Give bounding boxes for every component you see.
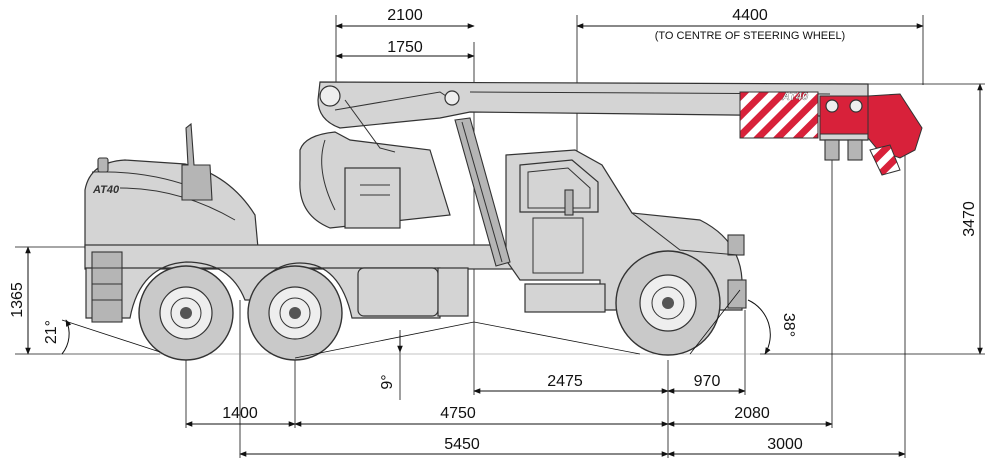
dimension-labels: 2100 1750 4400 (TO CENTRE OF STEERING WH… <box>9 7 978 453</box>
dim-970: 970 <box>694 373 721 390</box>
front-step <box>524 283 606 313</box>
dim-3000: 3000 <box>767 436 803 453</box>
jib-tip <box>867 93 923 159</box>
angle-9: 9° <box>379 374 396 389</box>
rear-wheel-1 <box>138 265 234 361</box>
fuel-tank <box>357 267 439 317</box>
dim-1400: 1400 <box>222 405 258 422</box>
hook-ball <box>869 144 901 176</box>
outrigger-box <box>91 251 123 323</box>
boom-pivot <box>444 90 460 106</box>
tank-step <box>437 267 469 317</box>
dim-2475: 2475 <box>547 373 583 390</box>
wheels <box>138 250 721 361</box>
warning-stripes <box>739 91 819 139</box>
dim-3470: 3470 <box>961 201 978 237</box>
headlight <box>727 234 745 256</box>
crane-carrier: AT40 <box>60 81 923 355</box>
dim-4400: 4400 <box>732 7 768 24</box>
front-wheel <box>615 250 721 356</box>
dimension-lines <box>25 23 983 457</box>
hood-vent <box>97 157 109 173</box>
hood-badge: AT40 <box>92 184 120 196</box>
operator-panel <box>344 167 401 229</box>
dim-2100: 2100 <box>387 7 423 24</box>
dim-1365: 1365 <box>9 282 26 318</box>
rear-wheel-2 <box>247 265 343 361</box>
dim-2080: 2080 <box>734 405 770 422</box>
angle-38: 38° <box>780 313 797 337</box>
boom-badge: AT40 <box>781 91 809 103</box>
angle-lines <box>61 289 771 359</box>
hook-block <box>824 139 840 161</box>
cab-window <box>519 159 599 213</box>
engine-hood <box>84 159 259 249</box>
boom-heel-pin <box>319 85 341 107</box>
steering-wheel-note: (TO CENTRE OF STEERING WHEEL) <box>655 30 845 42</box>
dim-4750: 4750 <box>440 405 476 422</box>
angle-21: 21° <box>43 320 60 344</box>
mirror <box>564 189 574 216</box>
exhaust-stack <box>181 122 213 201</box>
dim-5450: 5450 <box>444 436 480 453</box>
dim-1750: 1750 <box>387 39 423 56</box>
